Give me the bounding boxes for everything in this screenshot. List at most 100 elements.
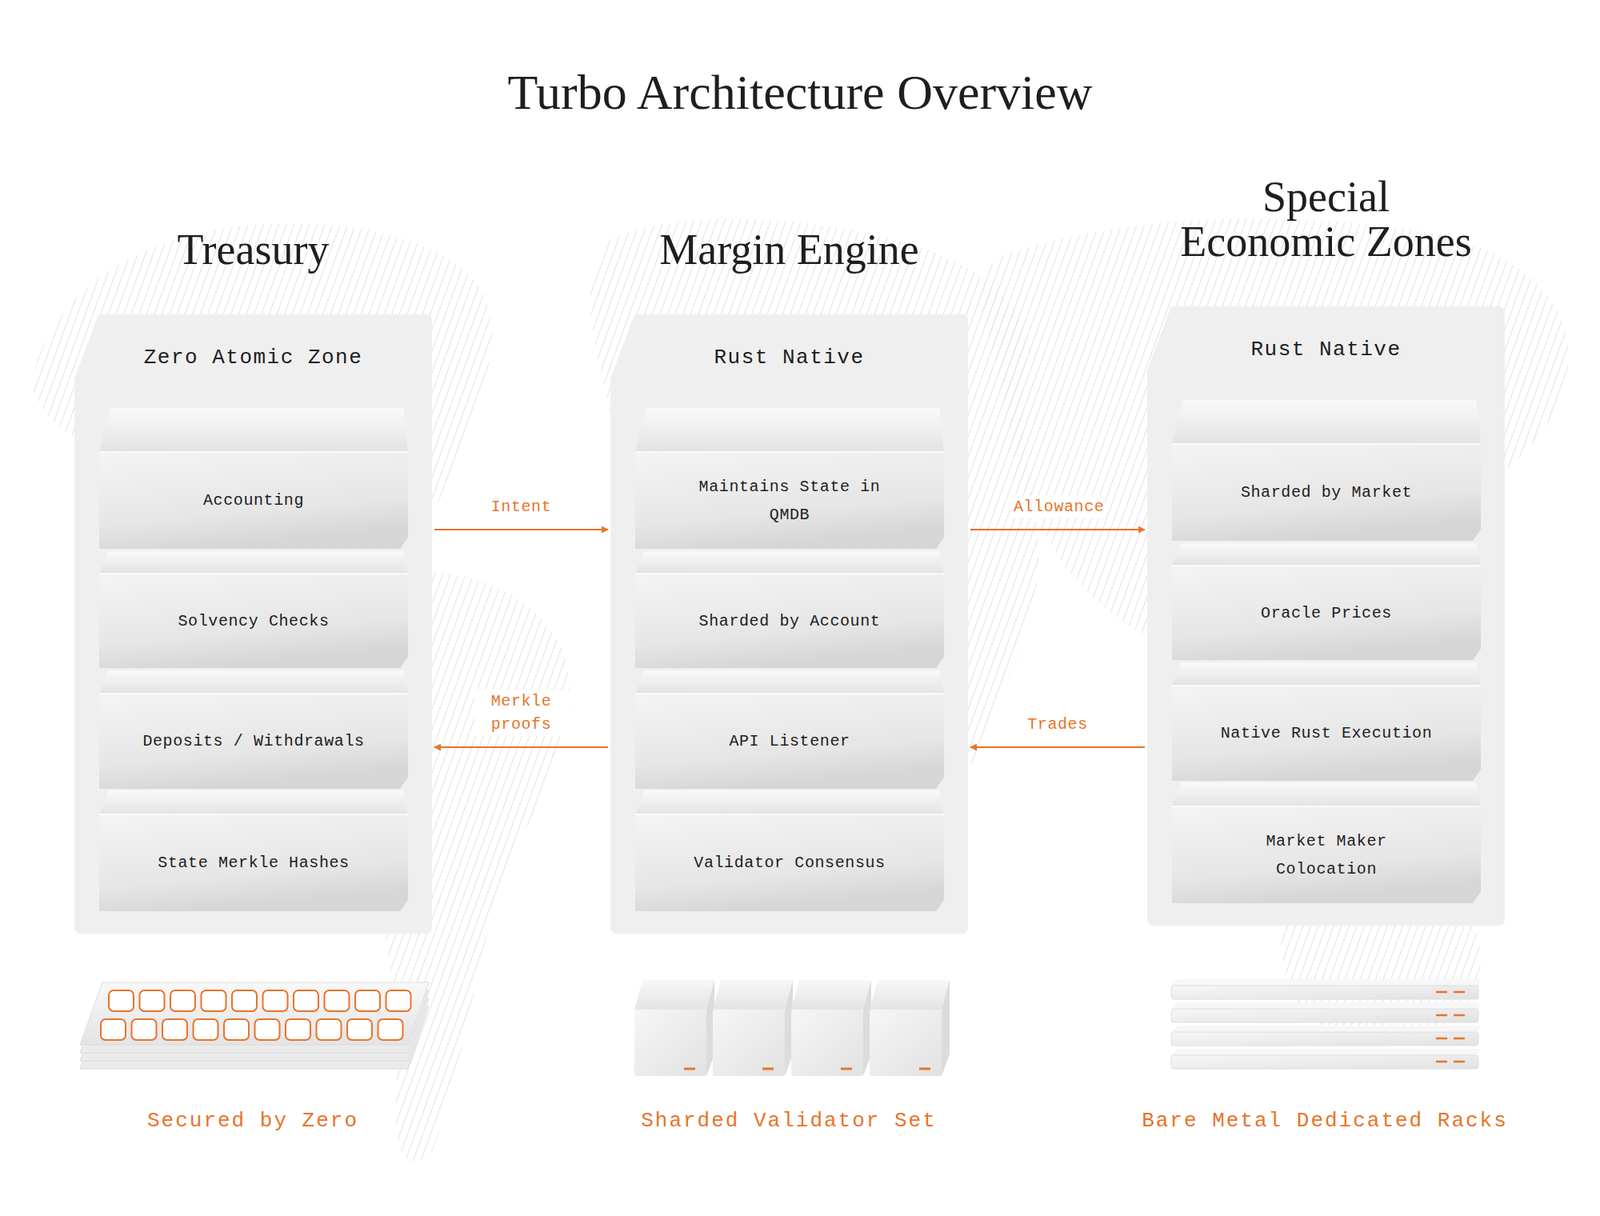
key-tray (80, 982, 429, 1069)
component-block: Maintains State in QMDB (635, 408, 944, 549)
panel-body (1147, 306, 1505, 926)
diagram-title: Turbo Architecture Overview (0, 62, 1600, 122)
block-outline (1172, 400, 1481, 541)
flow-arrow (434, 528, 608, 531)
key-cap (316, 1019, 342, 1040)
zone-panel: TreasuryZero Atomic ZoneAccountingSolven… (74, 314, 432, 934)
block-top-face (99, 551, 408, 574)
zone-heading: Special Economic Zones (1174, 174, 1479, 265)
block-outline (99, 790, 408, 912)
key-cap (293, 990, 319, 1012)
block-top-face (635, 670, 944, 694)
component-block: API Listener (635, 670, 944, 789)
rack-front (1171, 1032, 1479, 1046)
rack-led (1436, 1060, 1448, 1064)
component-label: API Listener (728, 727, 850, 756)
component-block: Native Rust Execution (1172, 662, 1481, 781)
block-front-face (99, 693, 408, 789)
flow-arrow (970, 746, 1145, 748)
rack-led (1436, 991, 1448, 994)
block-front-face (99, 814, 408, 912)
block-edge (1172, 805, 1481, 808)
rack-led (1436, 1014, 1448, 1017)
key-cap (108, 990, 134, 1012)
block-front-face (635, 573, 944, 668)
block-front-face (1172, 685, 1481, 781)
component-label: State Merkle Hashes (157, 848, 349, 877)
zone-heading: Treasury (101, 227, 406, 273)
zone-subtitle: Zero Atomic Zone (74, 344, 432, 372)
rack-front (1171, 1055, 1479, 1069)
panel-body (74, 314, 432, 934)
key-cap (355, 990, 380, 1012)
block-front-face (635, 452, 944, 549)
block-top-face (99, 670, 408, 694)
infrastructure-caption: Secured by Zero (147, 1108, 359, 1134)
flow-arrow (434, 746, 608, 748)
zone-subtitle: Rust Native (1147, 336, 1505, 364)
zone-subtitle: Rust Native (610, 344, 968, 372)
block-outline (635, 670, 944, 789)
server-top (712, 980, 793, 1010)
server-led (919, 1068, 931, 1071)
rack-top (1171, 979, 1480, 986)
infrastructure-caption: Bare Metal Dedicated Racks (1141, 1108, 1508, 1134)
block-front-face (99, 452, 408, 549)
flow-label: Intent (488, 495, 556, 519)
infrastructure-caption: Sharded Validator Set (640, 1108, 937, 1134)
key-cap (193, 1019, 219, 1040)
tray-layer (80, 982, 429, 1045)
key-cap (140, 990, 165, 1012)
rack-front (1171, 985, 1479, 1000)
block-top-face (1172, 400, 1481, 444)
key-cap (201, 990, 227, 1012)
block-top-face (1172, 662, 1481, 686)
block-edge (635, 813, 944, 816)
key-cap (132, 1019, 157, 1040)
flow-label: Merkle proofs (474, 689, 569, 736)
component-label: Native Rust Execution (1220, 719, 1433, 748)
component-label: Validator Consensus (693, 848, 885, 877)
component-block: Deposits / Withdrawals (99, 670, 408, 789)
block-top-face (1172, 782, 1481, 807)
block-front-face (1172, 444, 1481, 541)
block-outline (99, 670, 408, 789)
server-led (684, 1068, 696, 1071)
flow-arrow (970, 528, 1145, 531)
rack-top (1171, 1025, 1480, 1032)
block-edge (1172, 564, 1481, 567)
server-top (634, 980, 715, 1010)
rack-led (1436, 1037, 1448, 1040)
server-front (634, 1009, 707, 1076)
rack-led (1453, 1060, 1465, 1064)
block-top-face (635, 551, 944, 574)
block-edge (635, 451, 944, 453)
block-edge (99, 692, 408, 695)
component-block: Market Maker Colocation (1172, 782, 1481, 904)
flow-label: Allowance (1010, 495, 1105, 519)
block-outline (1172, 543, 1481, 660)
rack-led (1453, 1014, 1465, 1017)
block-front-face (635, 814, 944, 912)
block-outline (99, 408, 408, 549)
key-cap (162, 1019, 188, 1040)
block-front-face (635, 693, 944, 789)
block-edge (99, 451, 408, 453)
rack-top (1171, 1002, 1480, 1009)
key-cap (263, 990, 288, 1012)
block-top-face (1172, 543, 1481, 566)
component-label: Deposits / Withdrawals (142, 727, 364, 756)
block-top-face (99, 790, 408, 815)
block-top-face (635, 790, 944, 815)
key-cap (324, 990, 350, 1012)
key-cap (224, 1019, 249, 1040)
hardware-illustrations (80, 979, 1480, 1076)
block-edge (1172, 684, 1481, 687)
component-block: State Merkle Hashes (99, 790, 408, 912)
component-block: Accounting (99, 408, 408, 549)
key-cap (378, 1019, 404, 1040)
world-map (32, 218, 1569, 1162)
zone-panel: Margin EngineRust NativeMaintains State … (610, 314, 968, 934)
component-block: Oracle Prices (1172, 543, 1481, 660)
